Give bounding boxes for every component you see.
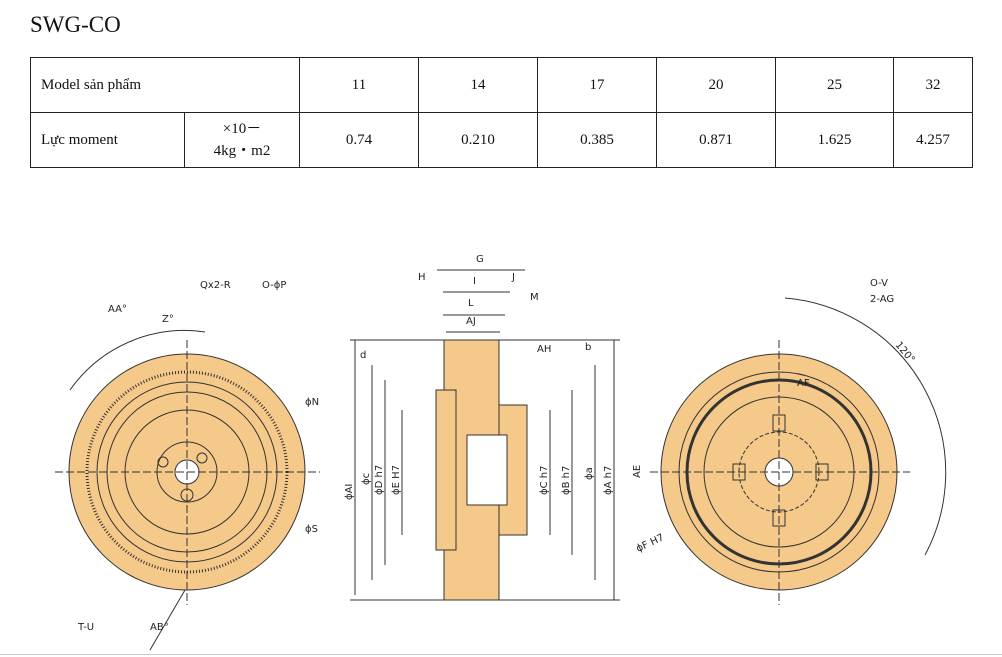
value-cell: 0.74 [299,112,419,168]
label-h: H [418,272,426,283]
label-j: J [511,272,515,283]
value-cell: 4.257 [893,112,973,168]
label-op: O-ϕP [262,280,286,291]
label-af: AF [797,378,810,389]
label-g: G [476,254,484,265]
label-c: ϕc [361,473,372,485]
value-cell: 0.210 [418,112,538,168]
side-view [350,269,620,601]
label-ai: ϕAI [344,484,355,500]
spec-table: Model sản phẩm 11 14 17 20 25 32 Lực mom… [30,57,973,168]
label-aa: AA° [108,304,127,315]
value-cell: 0.871 [656,112,776,168]
model-header: Model sản phẩm [30,57,300,113]
label-ov: O-V [870,278,888,289]
label-l: L [468,298,474,309]
label-aj: AJ [466,316,476,327]
model-cell: 25 [775,57,894,113]
label-ch: ϕC h7 [539,466,550,495]
label-n: ϕN [305,397,319,408]
label-bh: ϕB h7 [561,466,572,495]
front-view [55,330,320,651]
label-dh: ϕD h7 [374,465,385,495]
label-120: 120° [893,340,917,366]
label-tu: T-U [77,622,94,633]
label-b: b [585,342,591,353]
model-cell: 14 [418,57,538,113]
label-d: d [360,350,366,361]
technical-drawing: AA° Qx2-R O-ϕP Z° ϕN ϕS T-U AB° G H I J … [55,254,947,651]
value-cell: 1.625 [775,112,894,168]
label-ae: AE [632,465,643,478]
label-s: ϕS [305,524,318,535]
label-m: M [530,292,539,303]
label-fh: ϕF H7 [635,532,666,554]
label-ah: AH [537,344,551,355]
model-cell: 32 [893,57,973,113]
moment-unit: ×10－4kg・m2 [184,112,300,168]
label-qx: Qx2-R [200,280,231,291]
label-ah7: ϕA h7 [603,466,614,495]
table-row: Lực moment ×10－4kg・m2 0.74 0.210 0.385 0… [30,112,973,168]
back-view [650,297,947,605]
label-ag: 2-AG [870,294,894,305]
model-cell: 17 [537,57,657,113]
model-cell: 20 [656,57,776,113]
page-title: SWG-CO [30,12,121,37]
value-cell: 0.385 [537,112,657,168]
model-cell: 11 [299,57,419,113]
table-row: Model sản phẩm 11 14 17 20 25 32 [30,57,973,113]
label-a: ϕa [584,467,595,480]
divider [0,654,1002,655]
label-i: I [473,276,476,287]
label-z: Z° [162,314,174,325]
label-ab: AB° [150,622,169,633]
label-eh: ϕE H7 [391,465,402,495]
moment-label: Lực moment [30,112,185,168]
